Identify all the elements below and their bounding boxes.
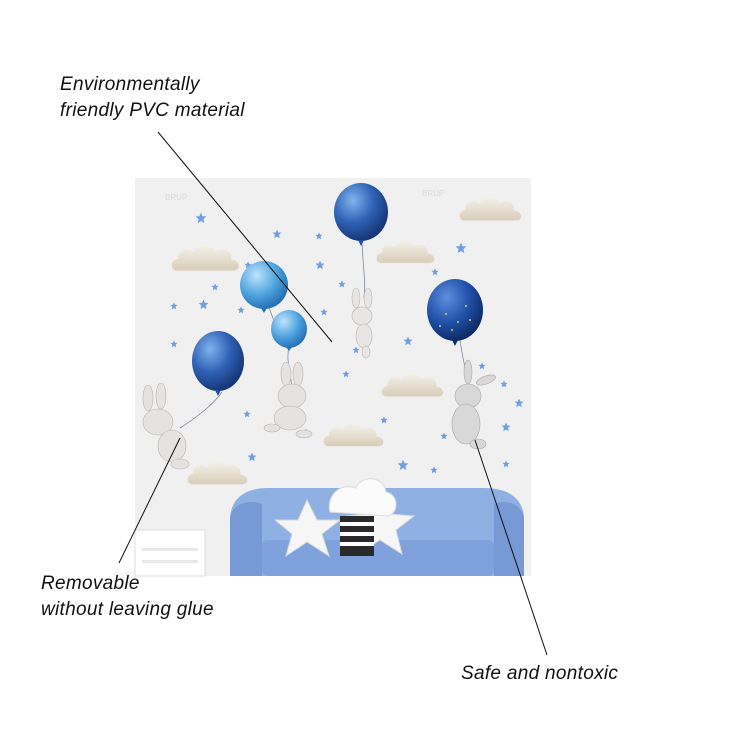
callout-safe-nontoxic: Safe and nontoxic bbox=[461, 661, 618, 687]
balloon-icon bbox=[427, 279, 483, 346]
bunny-icon bbox=[351, 287, 373, 359]
cloud-pillow-icon bbox=[328, 478, 397, 556]
callout-pvc-material: Environmentally friendly PVC material bbox=[60, 72, 245, 124]
callout-line: friendly PVC material bbox=[60, 100, 245, 121]
shelf bbox=[134, 529, 206, 577]
bunny-icon bbox=[142, 382, 190, 470]
callout-removable: Removable without leaving glue bbox=[41, 571, 214, 623]
bunny-icon bbox=[451, 359, 496, 450]
balloon-icon bbox=[271, 310, 307, 351]
watermark: BRUP bbox=[165, 193, 187, 202]
balloon-icon bbox=[240, 261, 288, 313]
callout-line: Safe and nontoxic bbox=[461, 663, 619, 684]
watermark: BRUP bbox=[422, 189, 444, 198]
balloon-icon bbox=[192, 331, 244, 396]
callout-line: without leaving glue bbox=[41, 599, 214, 620]
callout-line: Environmentally bbox=[60, 74, 200, 95]
bunny-icon bbox=[263, 361, 313, 439]
balloon-icon bbox=[334, 183, 388, 246]
callout-leader-lines bbox=[118, 131, 548, 656]
callout-line: Removable bbox=[41, 573, 140, 594]
